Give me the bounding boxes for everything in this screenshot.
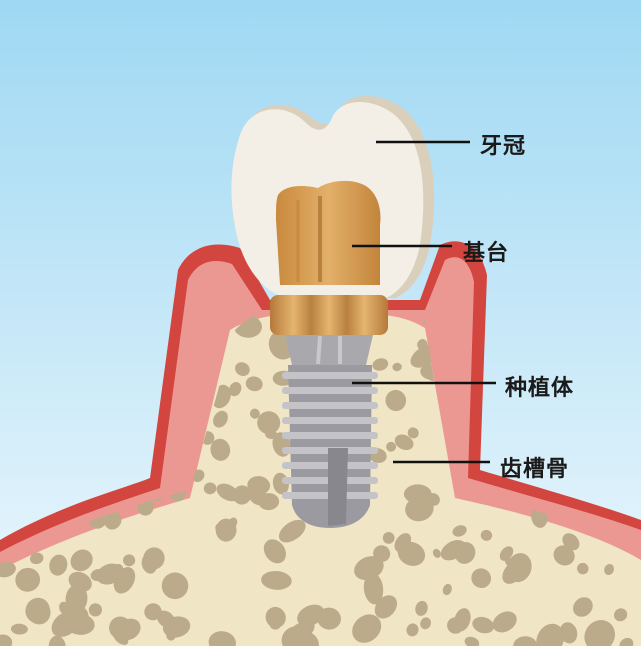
bone-cell — [232, 485, 252, 505]
bone-cell — [88, 603, 102, 617]
bone-cell — [499, 546, 514, 561]
bone-cell — [156, 610, 176, 629]
bone-cell — [261, 570, 292, 590]
bone-cell — [161, 572, 189, 600]
bone-cell — [65, 584, 88, 614]
bone-cell — [65, 613, 95, 635]
bone-cell — [392, 362, 402, 372]
bone-cell — [584, 619, 616, 646]
bone-cell — [48, 635, 66, 646]
bone-cell — [352, 614, 382, 643]
bone-cell — [406, 623, 419, 637]
bone-cell — [386, 441, 397, 452]
bone-cell — [504, 557, 516, 568]
implant-thread — [282, 432, 378, 439]
bone-cell — [249, 408, 260, 419]
bone-cell — [394, 434, 414, 451]
bone-cell — [208, 631, 236, 646]
bone-cell — [452, 525, 467, 537]
bone-cell — [0, 561, 16, 578]
implant-slot — [328, 448, 348, 526]
bone-cell — [407, 427, 419, 439]
bone-cell — [269, 617, 282, 630]
bone-cell — [278, 519, 306, 543]
bone-cell — [245, 376, 263, 392]
bone-cell — [442, 583, 452, 596]
bone-cell — [403, 484, 432, 504]
implant-label: 种植体 — [505, 376, 575, 401]
bone-cell — [374, 595, 398, 619]
bone-cell — [123, 554, 136, 567]
bone-cell — [454, 541, 476, 564]
bone-cell — [104, 511, 122, 530]
abutment-label: 基台 — [463, 241, 510, 266]
bone-cell — [619, 637, 634, 646]
bone-cell — [577, 562, 589, 575]
bone-cell — [382, 532, 395, 544]
bone-cell — [109, 616, 132, 640]
implant-thread — [282, 387, 378, 394]
implant-neck — [285, 335, 373, 365]
bone-cell — [613, 608, 628, 622]
bone-cell — [25, 597, 50, 623]
bone-cell — [492, 611, 517, 633]
bone-cell — [210, 438, 231, 461]
bone-cell — [49, 554, 68, 576]
abutment — [276, 180, 381, 285]
bone-cell — [247, 476, 271, 495]
bone-cell — [472, 616, 495, 634]
bone-cell — [553, 545, 575, 566]
bone-cell — [480, 529, 493, 541]
bone-cell — [203, 482, 217, 495]
bone-cell — [447, 617, 464, 634]
implant-thread — [282, 402, 378, 409]
alveolar-bone-label: 齿槽骨 — [500, 457, 570, 482]
bone-cell — [464, 636, 480, 646]
bone-cell — [372, 358, 389, 371]
bone-cell — [293, 631, 319, 646]
bone-cell — [70, 549, 93, 572]
bone-cell — [385, 389, 407, 412]
bone-cell — [15, 567, 41, 592]
bone-cell — [573, 597, 593, 617]
bone-cell — [249, 489, 269, 506]
implant-neck-highlight — [316, 335, 322, 365]
bone-cell — [471, 568, 492, 589]
bone-cell — [420, 617, 432, 630]
bone-cell — [213, 410, 228, 428]
bone-cell — [227, 517, 238, 529]
implant-thread — [282, 417, 378, 424]
bone-cell — [96, 563, 123, 585]
abutment-collar — [270, 295, 388, 335]
bone-cell — [229, 382, 242, 397]
bone-cell — [257, 411, 281, 435]
bone-cell — [415, 600, 428, 616]
bone-cell — [29, 552, 44, 565]
bone-cell — [235, 362, 250, 376]
bone-cell — [604, 563, 615, 576]
crown-label: 牙冠 — [480, 134, 527, 159]
bone-cell — [263, 539, 286, 564]
bone-cell — [432, 548, 441, 558]
bone-cell — [559, 622, 578, 644]
bone-cell — [373, 545, 391, 562]
bone-cell — [394, 533, 412, 553]
bone-cell — [143, 547, 165, 570]
implant-thread — [282, 372, 378, 379]
bone-cell — [10, 623, 28, 635]
bone-cell — [363, 572, 384, 605]
bone-cell — [192, 469, 205, 483]
bone-cell — [297, 604, 325, 627]
bone-cell — [0, 634, 13, 646]
bone-cell — [536, 623, 565, 646]
